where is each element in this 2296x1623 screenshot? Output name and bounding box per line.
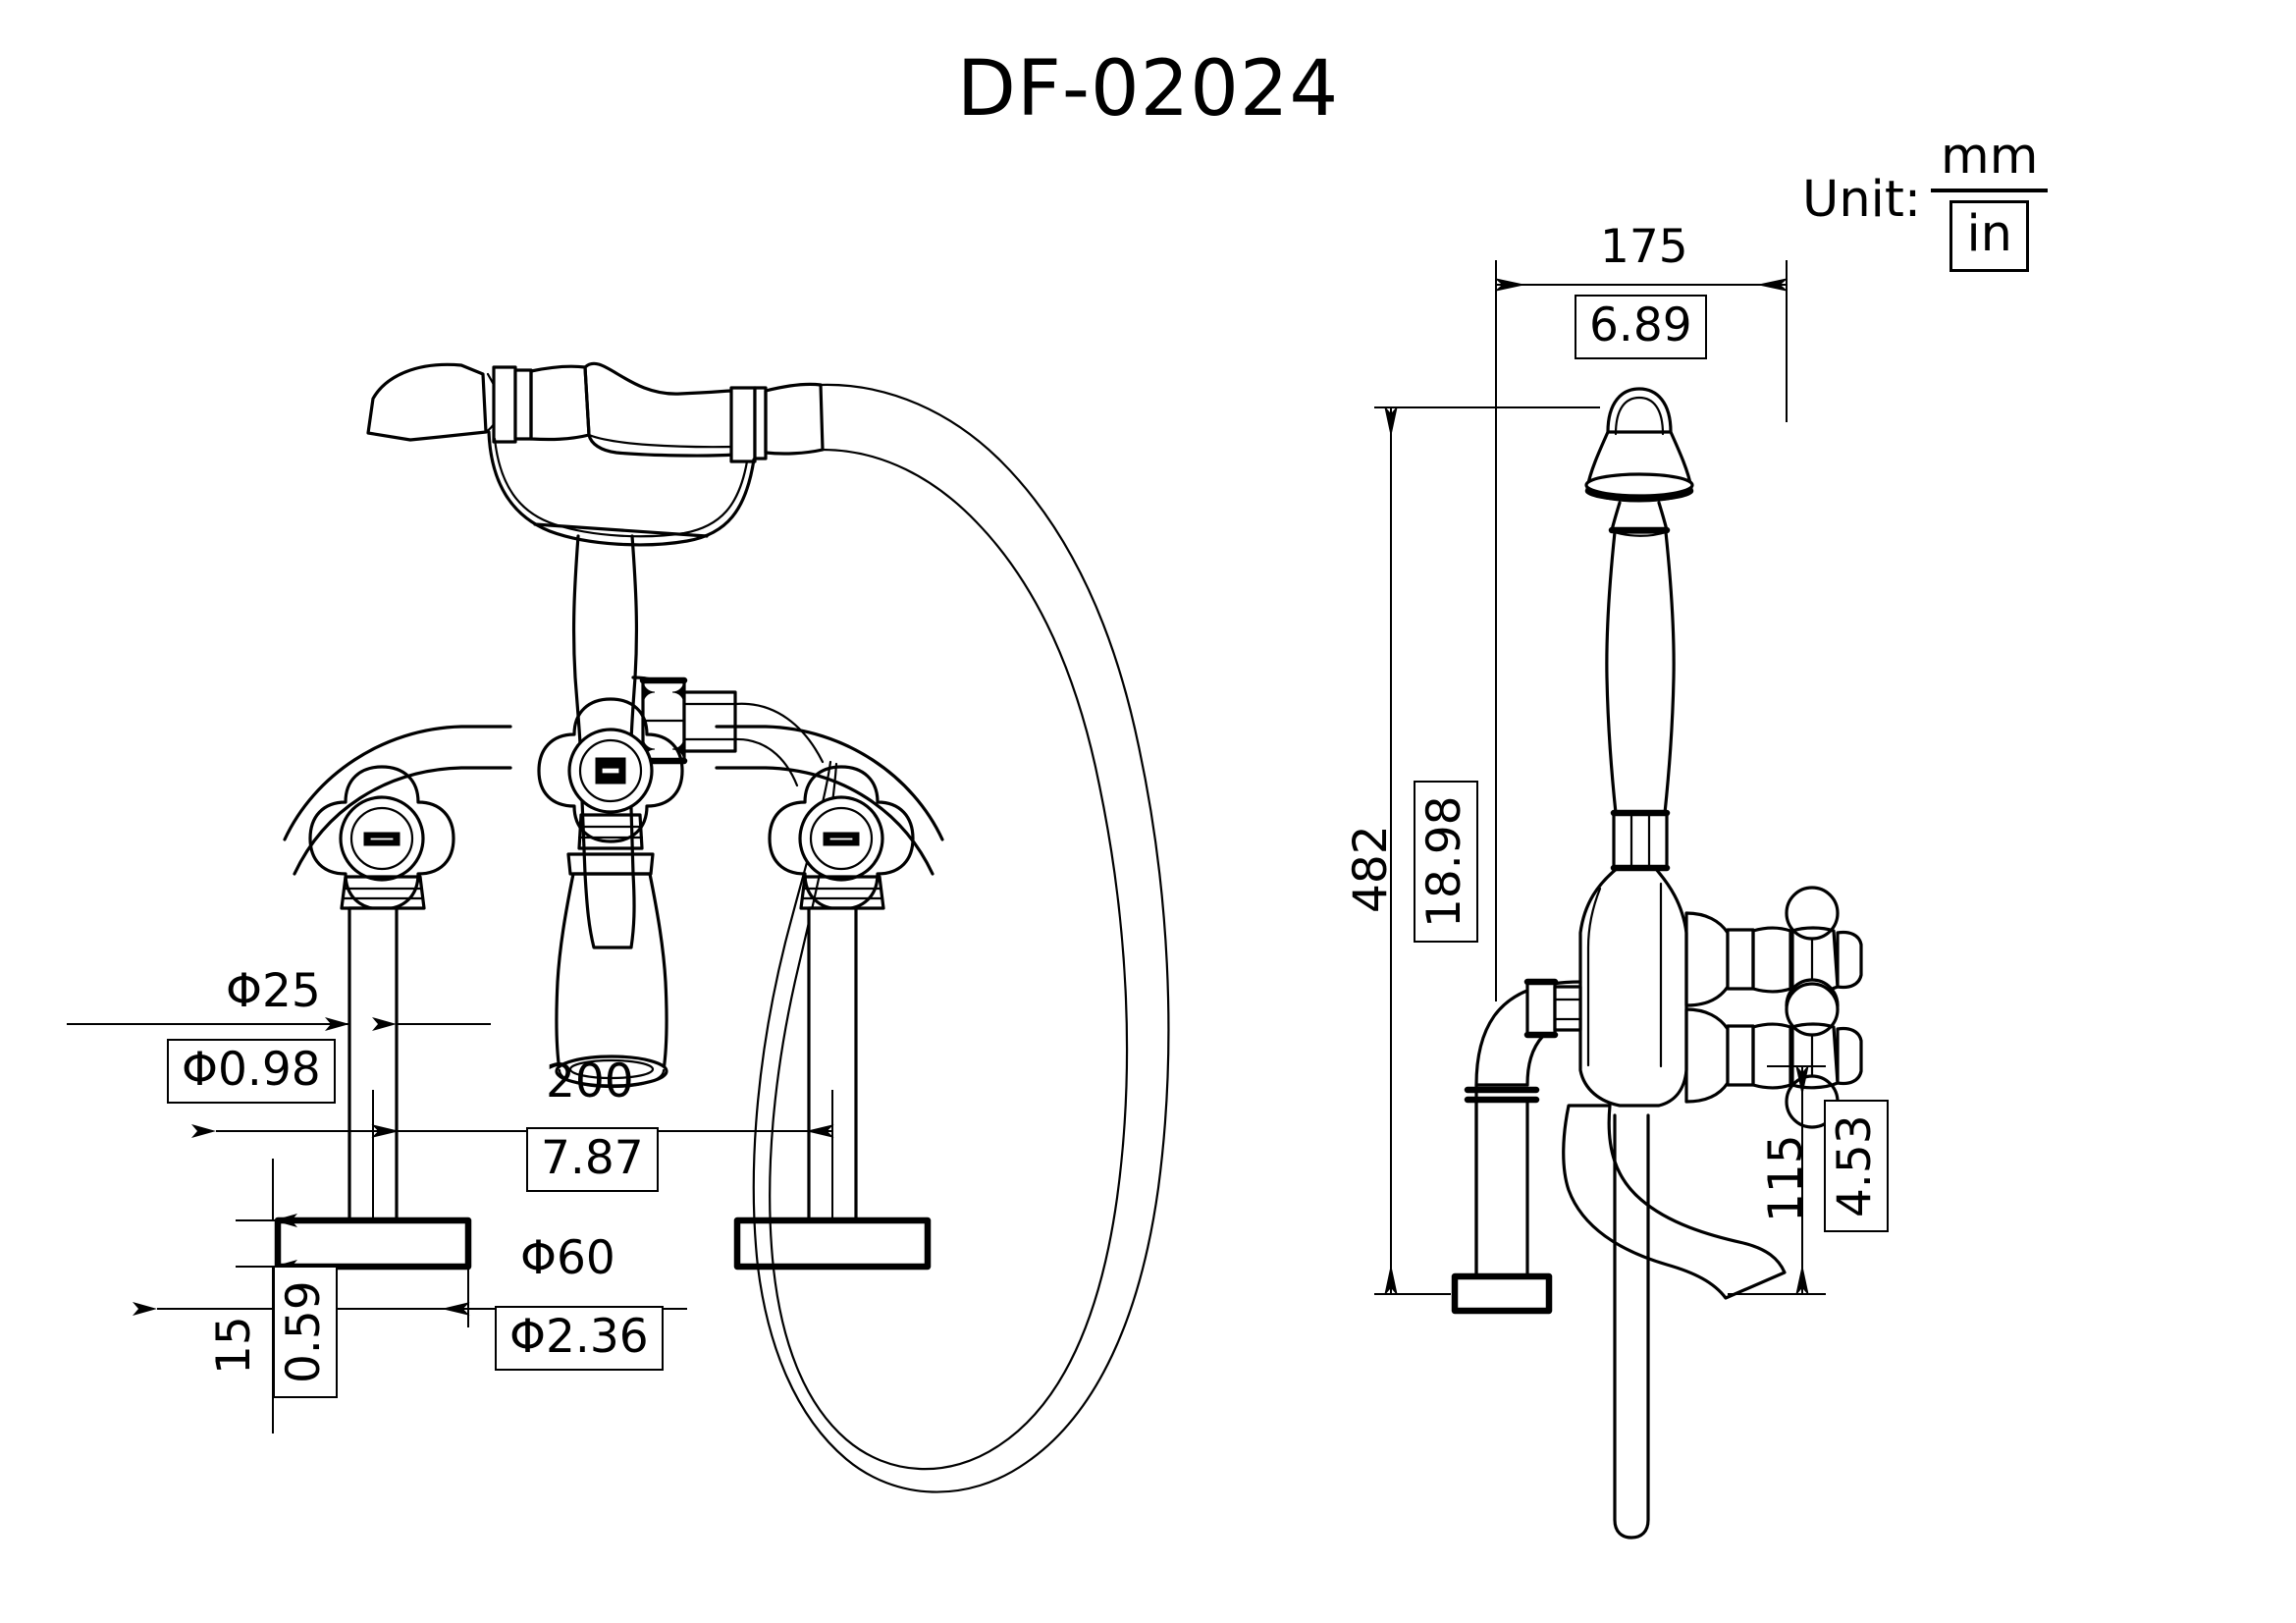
dim-overall-height-in: 18.98 xyxy=(1414,781,1478,943)
dim-handle-centers xyxy=(191,1090,834,1222)
dim-base-height-in: 0.59 xyxy=(273,1266,338,1398)
side-spout xyxy=(1562,1104,1787,1300)
dim-overall-width-mm: 175 xyxy=(1600,220,1688,274)
dim-handle-centers-mm: 200 xyxy=(546,1055,634,1109)
dim-base-diameter-mm: Φ60 xyxy=(520,1231,615,1285)
dim-riser-diameter xyxy=(67,918,491,1036)
dim-overall-width-in: 6.89 xyxy=(1575,295,1707,359)
center-spout xyxy=(555,852,668,1089)
side-drop-rod xyxy=(1613,1113,1650,1540)
front-elevation-view xyxy=(274,361,1170,1493)
side-riser-elbow xyxy=(1451,978,1582,1315)
handheld-sprayer xyxy=(366,361,825,547)
hose-connector-block xyxy=(639,676,737,765)
unit-label: Unit: xyxy=(1802,171,1922,229)
unit-fraction-bar xyxy=(1931,189,2049,192)
side-sprayer-head xyxy=(1584,387,1694,815)
unit-denominator-in: in xyxy=(1949,200,2029,272)
shower-hose xyxy=(733,383,1170,1493)
dim-riser-diameter-mm: Φ25 xyxy=(226,964,321,1018)
dim-base-height-mm: 15 xyxy=(207,1316,261,1375)
side-hex-nut xyxy=(1610,809,1671,872)
dim-spout-height xyxy=(1728,1065,1826,1295)
dim-overall-width xyxy=(1495,260,1788,1001)
arched-body xyxy=(283,725,944,876)
side-elevation-view xyxy=(1451,387,1863,1540)
side-handle-lower xyxy=(1684,982,1863,1129)
dim-overall-height-mm: 482 xyxy=(1344,825,1398,913)
handle-center-cross xyxy=(537,697,684,850)
dim-base-diameter-in: Φ2.36 xyxy=(495,1306,664,1371)
dim-handle-centers-in: 7.87 xyxy=(526,1127,659,1192)
dim-overall-height xyxy=(1374,406,1600,1295)
side-valve-body xyxy=(1578,866,1688,1108)
unit-numerator-mm: mm xyxy=(1941,128,2039,186)
dim-riser-diameter-in: Φ0.98 xyxy=(167,1039,336,1104)
unit-legend: Unit: mm in xyxy=(1802,128,2049,272)
page-title: DF-02024 xyxy=(956,45,1340,134)
dim-spout-height-in: 4.53 xyxy=(1824,1100,1889,1232)
dim-spout-height-mm: 115 xyxy=(1759,1134,1813,1222)
dim-base-height xyxy=(236,1159,297,1434)
unit-fraction: mm in xyxy=(1931,128,2049,272)
